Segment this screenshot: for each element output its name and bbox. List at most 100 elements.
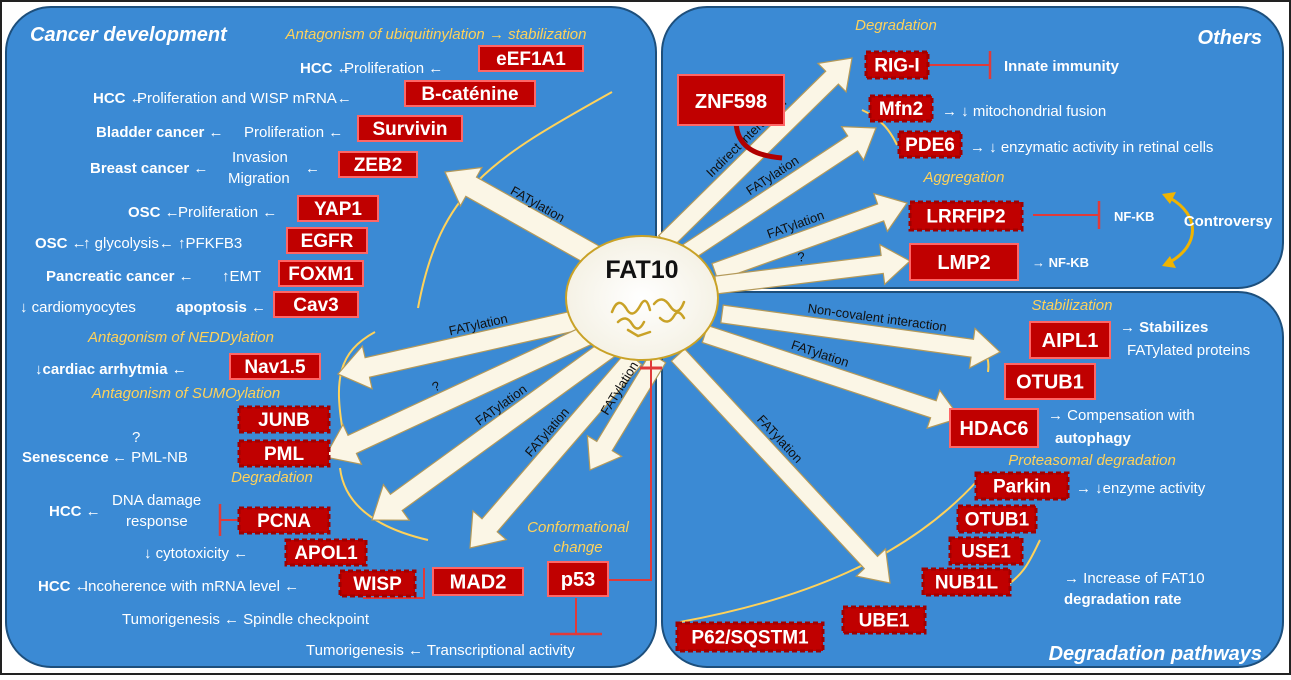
arrow-lmp2-shape: [714, 243, 912, 295]
lmp2-label: LMP2: [937, 252, 990, 274]
zeb2-box: ZEB2: [338, 151, 418, 178]
protein-structure-icon: [610, 298, 686, 338]
disease-hcc-4: HCC ←: [38, 578, 90, 595]
fat10-node: FAT10: [565, 235, 719, 361]
nav1-5-label: Nav1.5: [244, 357, 306, 378]
disease-hcc-3: HCC ←: [49, 503, 101, 520]
aipl1-effect-1: → Stabilizes: [1120, 319, 1208, 336]
effect-cytotoxicity: ↓ cytotoxicity ←: [144, 545, 248, 562]
eef1a1-box: eEF1A1: [478, 45, 584, 72]
controversy-arrowhead-bottom: [1162, 256, 1176, 268]
hdac6-label: HDAC6: [960, 418, 1029, 440]
hdac6-effect-1: → Compensation with: [1048, 407, 1195, 424]
disease-osc-1: OSC ←: [128, 204, 180, 221]
arrow-nub1l-shape: [670, 348, 891, 584]
ube1-label: UBE1: [859, 611, 910, 632]
use1-box: USE1: [948, 536, 1024, 566]
znf598-label: ZNF598: [695, 91, 767, 113]
fat10-ellipse: [565, 235, 719, 361]
rate-text-2: degradation rate: [1064, 591, 1182, 608]
junb-box: JUNB: [237, 405, 331, 434]
pde6-label: PDE6: [905, 135, 955, 156]
pml-question-mark: ?: [132, 429, 140, 446]
otub1-stabilization-box: OTUB1: [1004, 363, 1096, 400]
panel-degradation: [661, 291, 1284, 668]
disease-arrhythmia: ↓cardiac arrhytmia ←: [35, 361, 187, 378]
disease-hcc-2: HCC ←: [93, 90, 145, 107]
rig-i-box: RIG-I: [864, 50, 930, 80]
innate-immunity-text: Innate immunity: [1004, 58, 1120, 75]
effect-wisp-mrna: Proliferation and WISP mRNA←: [137, 90, 352, 107]
nub1l-box: NUB1L: [921, 567, 1012, 597]
rig-i-label: RIG-I: [874, 56, 919, 77]
mad2-spindle-inhibition-line: [363, 568, 425, 599]
nav1-5-box: Nav1.5: [229, 353, 321, 380]
lrrfip2-label: LRRFIP2: [926, 207, 1005, 228]
p53-mechanism-1: Conformational: [527, 519, 629, 536]
cav3-box: Cav3: [273, 291, 359, 318]
nfkb-2: → NF-KB: [1032, 255, 1089, 270]
znf598-box: ZNF598: [677, 74, 785, 126]
controversy-text: Controversy: [1184, 213, 1273, 230]
lmp2-box: LMP2: [909, 243, 1019, 281]
effect-proliferation-2: Proliferation ←: [244, 124, 343, 141]
protein-boxes: eEF1A1B-caténineSurvivinZEB2YAP1EGFRFOXM…: [229, 45, 1111, 653]
otub1-degradation-box: OTUB1: [956, 504, 1038, 534]
disease-senescence: Senescence: [22, 449, 109, 466]
ubiquitin-mechanism: Antagonism of ubiquitinylation → stabili…: [284, 26, 586, 43]
egfr-label: EGFR: [301, 231, 354, 252]
mad2-box: MAD2: [432, 567, 524, 596]
effect-transcriptional-activity: Tumorigenesis ← Transcriptional activity: [306, 642, 575, 659]
disease-pancreatic: Pancreatic cancer ←: [46, 268, 194, 285]
b-catenine-box: B-caténine: [404, 80, 536, 107]
others-degradation-curve: [861, 109, 898, 146]
ube1-box: UBE1: [841, 605, 927, 635]
hdac6-effect-2: autophagy: [1055, 430, 1131, 447]
mfn2-effect: → ↓ mitochondrial fusion: [942, 103, 1106, 120]
pml-box: PML: [237, 439, 331, 468]
use1-label: USE1: [961, 542, 1011, 563]
mad2-label: MAD2: [450, 572, 507, 594]
aggregation-mechanism: Aggregation: [923, 169, 1005, 186]
proteasomal-mechanism: Proteasomal degradation: [1008, 452, 1176, 469]
disease-apoptosis: apoptosis ←: [176, 299, 266, 316]
degradation-curve: [339, 467, 429, 541]
pcna-label: PCNA: [257, 511, 311, 532]
pde6-effect: → ↓ enzymatic activity in retinal cells: [970, 139, 1213, 156]
rate-text-1: → Increase of FAT10: [1064, 570, 1205, 587]
parkin-box: Parkin: [974, 471, 1070, 501]
arrow-lmp2-label: ?: [797, 249, 806, 265]
arrow-pcna-shape: [371, 337, 619, 521]
aipl1-effect-2: FATylated proteins: [1127, 342, 1250, 359]
effect-dna-damage: DNA damage: [112, 492, 201, 509]
survivin-box: Survivin: [357, 115, 463, 142]
nub1l-label: NUB1L: [935, 573, 999, 594]
p62-sqstm1-box: P62/SQSTM1: [675, 621, 825, 653]
effect-emt: ↑EMT: [222, 268, 261, 285]
aipl1-label: AIPL1: [1042, 330, 1099, 352]
disease-osc-2: OSC ←: [35, 235, 87, 252]
controversy-arrow: [1169, 196, 1194, 264]
p53-label: p53: [561, 569, 595, 591]
foxm1-box: FOXM1: [278, 260, 364, 287]
arrow-pde6-shape: [682, 126, 877, 261]
effect-incoherence: Incoherence with mRNA level ←: [84, 578, 299, 595]
effect-migration: Migration: [228, 170, 290, 187]
foxm1-label: FOXM1: [288, 264, 354, 285]
arrow-pml-shape: [324, 325, 593, 466]
wisp-label: WISP: [353, 574, 402, 595]
disease-bladder: Bladder cancer ←: [96, 124, 224, 141]
apol1-box: APOL1: [284, 538, 368, 567]
pcna-box: PCNA: [237, 506, 331, 535]
effect-invasion: Invasion: [232, 149, 288, 166]
panel-others: [661, 6, 1284, 289]
inhibition-layer: [218, 51, 1194, 636]
eef1a1-label: eEF1A1: [496, 49, 566, 70]
arrow-zeb2-shape: [444, 166, 605, 269]
effect-dna-damage-response: response: [126, 513, 188, 530]
arrow-lrrfip2-shape: [711, 192, 908, 282]
apol1-label: APOL1: [294, 543, 358, 564]
others-degradation-mechanism: Degradation: [855, 17, 937, 34]
